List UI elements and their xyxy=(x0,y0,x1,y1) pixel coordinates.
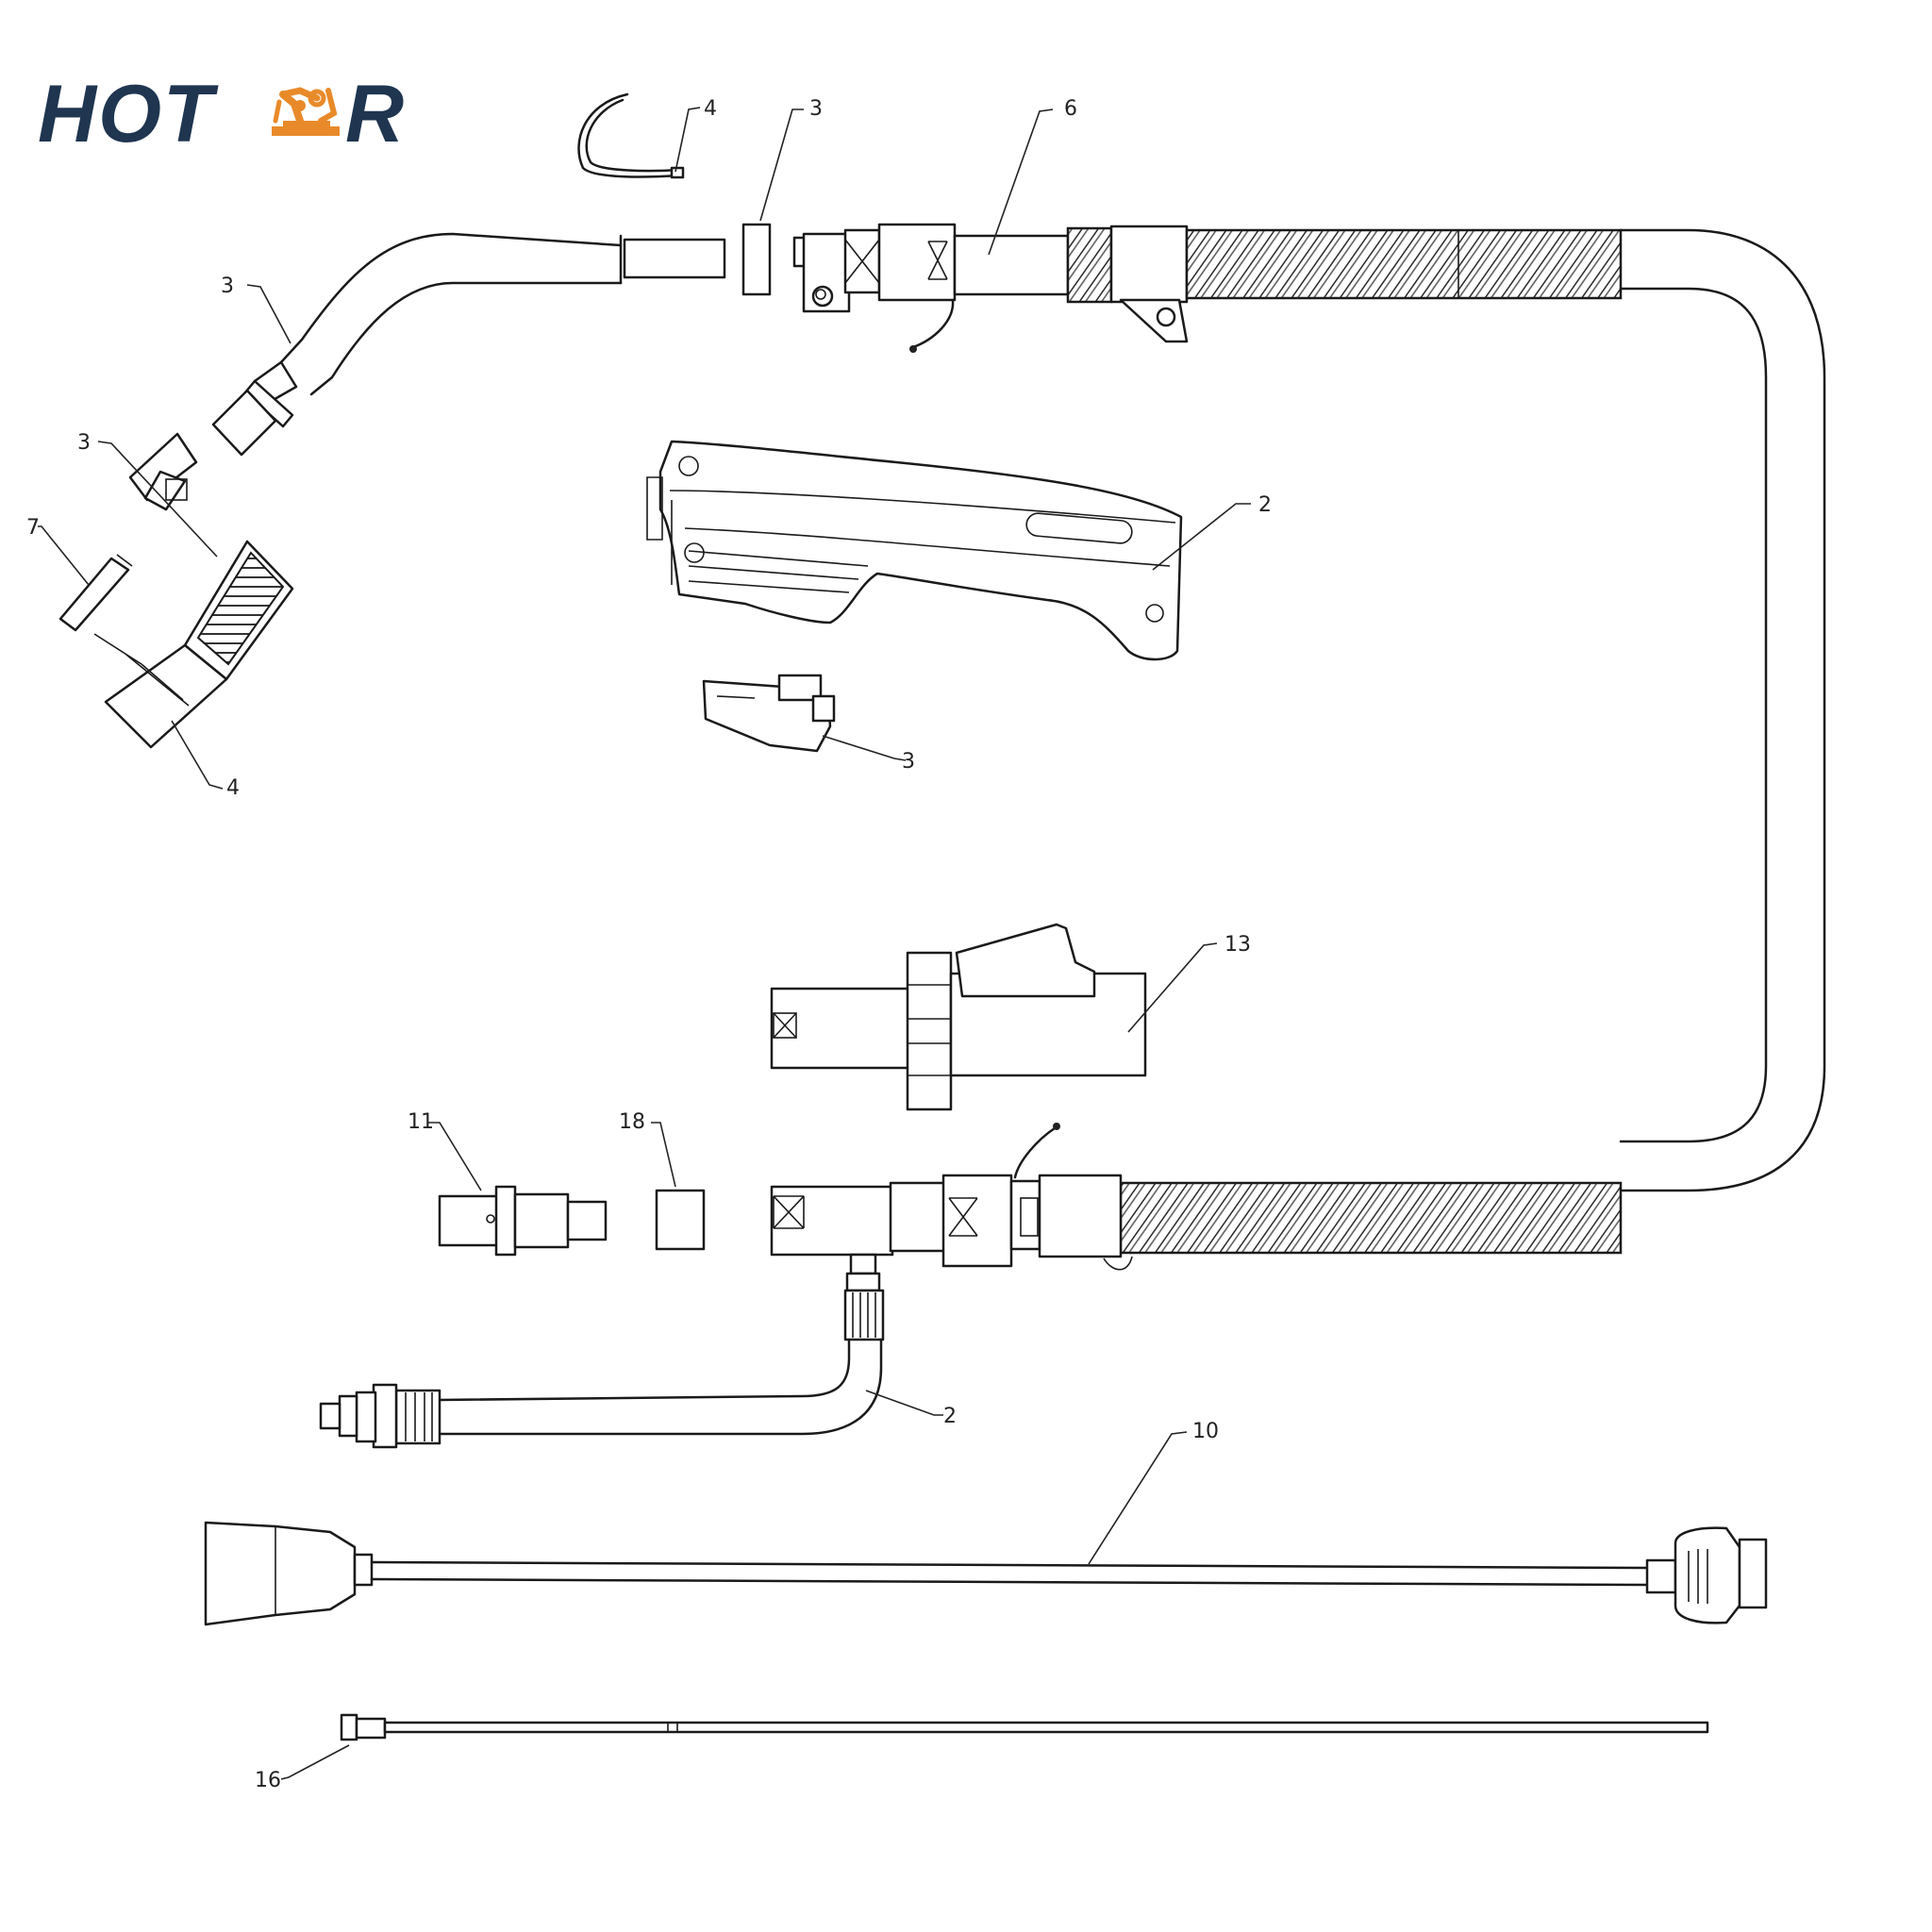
robot-arm-icon xyxy=(272,87,340,136)
part-gooseneck xyxy=(211,232,726,457)
svg-text:3: 3 xyxy=(221,275,234,298)
part-contact-tip-holder xyxy=(128,432,198,511)
part-handle xyxy=(646,440,1183,661)
svg-text:3: 3 xyxy=(902,750,915,774)
part-wire-hook xyxy=(577,92,685,179)
callout-2-handle: 2 xyxy=(1152,493,1272,571)
svg-text:13: 13 xyxy=(1224,933,1251,957)
part-neck-connector xyxy=(792,223,1070,353)
part-nozzle xyxy=(93,540,294,749)
svg-text:11: 11 xyxy=(408,1110,434,1134)
part-adapter xyxy=(438,1185,608,1257)
callout-3-trigger: 3 xyxy=(822,735,915,774)
part-central-connector xyxy=(770,923,1147,1111)
callout-6-neck: 6 xyxy=(988,97,1077,256)
logo-text-right: R xyxy=(345,69,406,159)
callout-3-insulator: 3 xyxy=(759,97,823,222)
svg-text:3: 3 xyxy=(77,431,91,455)
callout-7-tip: 7 xyxy=(26,516,90,586)
callouts: 4 3 6 3 3 7 4 2 xyxy=(26,97,1272,1792)
callout-18-spacer: 18 xyxy=(619,1110,676,1188)
part-power-cable xyxy=(204,1521,1768,1626)
logo-text-left: HOT xyxy=(38,69,219,159)
part-trigger xyxy=(702,674,836,753)
callout-16-liner: 16 xyxy=(255,1744,350,1792)
part-cable-assembly xyxy=(1066,225,1826,1255)
svg-text:2: 2 xyxy=(1258,493,1272,517)
svg-text:2: 2 xyxy=(943,1405,957,1428)
part-insulator-ring xyxy=(741,223,772,296)
callout-3-gooseneck: 3 xyxy=(221,275,291,344)
part-spacer xyxy=(655,1189,706,1251)
svg-text:18: 18 xyxy=(619,1110,645,1134)
callout-13-connector: 13 xyxy=(1127,933,1251,1033)
svg-text:3: 3 xyxy=(809,97,823,121)
callout-11-adapter: 11 xyxy=(408,1110,482,1191)
callout-4-nozzle: 4 xyxy=(171,720,240,800)
callout-10-cable: 10 xyxy=(1088,1420,1219,1565)
svg-text:6: 6 xyxy=(1064,97,1077,121)
svg-text:4: 4 xyxy=(704,97,717,121)
callout-2-hose: 2 xyxy=(865,1390,957,1428)
callout-4-hook: 4 xyxy=(675,97,717,173)
svg-text:7: 7 xyxy=(26,516,40,540)
svg-text:10: 10 xyxy=(1192,1420,1219,1443)
svg-text:4: 4 xyxy=(226,776,240,800)
part-rear-connector xyxy=(770,1123,1133,1271)
brand-logo: HOT R xyxy=(38,69,406,159)
part-gas-hose xyxy=(319,1253,885,1449)
svg-text:16: 16 xyxy=(255,1769,281,1792)
part-liner xyxy=(340,1713,1709,1741)
part-contact-tip xyxy=(58,554,133,632)
callout-3-tip-holder: 3 xyxy=(77,431,218,558)
